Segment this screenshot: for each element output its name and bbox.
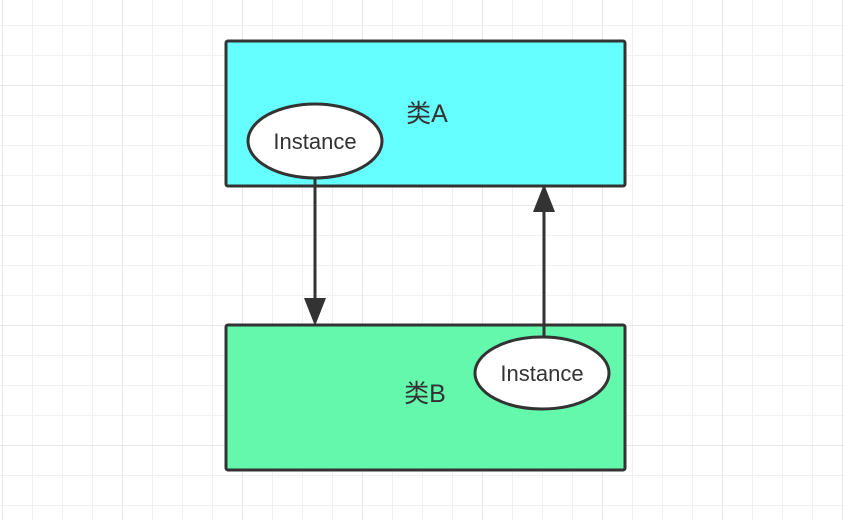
instance-a-label: Instance [273,129,356,154]
connector-instance-a-to-class-b[interactable] [304,178,326,326]
class-b-label: 类B [404,380,446,408]
connector-instance-b-to-class-a[interactable] [533,184,555,339]
arrowhead-up-icon [533,184,555,212]
class-a-label: 类A [406,100,448,128]
instance-b-node[interactable]: Instance [473,335,611,411]
instance-b-label: Instance [500,361,583,386]
arrowhead-down-icon [304,298,326,326]
instance-a-node[interactable]: Instance [246,102,384,180]
instance-b-ellipse[interactable] [473,335,611,411]
instance-a-ellipse[interactable] [246,102,384,180]
